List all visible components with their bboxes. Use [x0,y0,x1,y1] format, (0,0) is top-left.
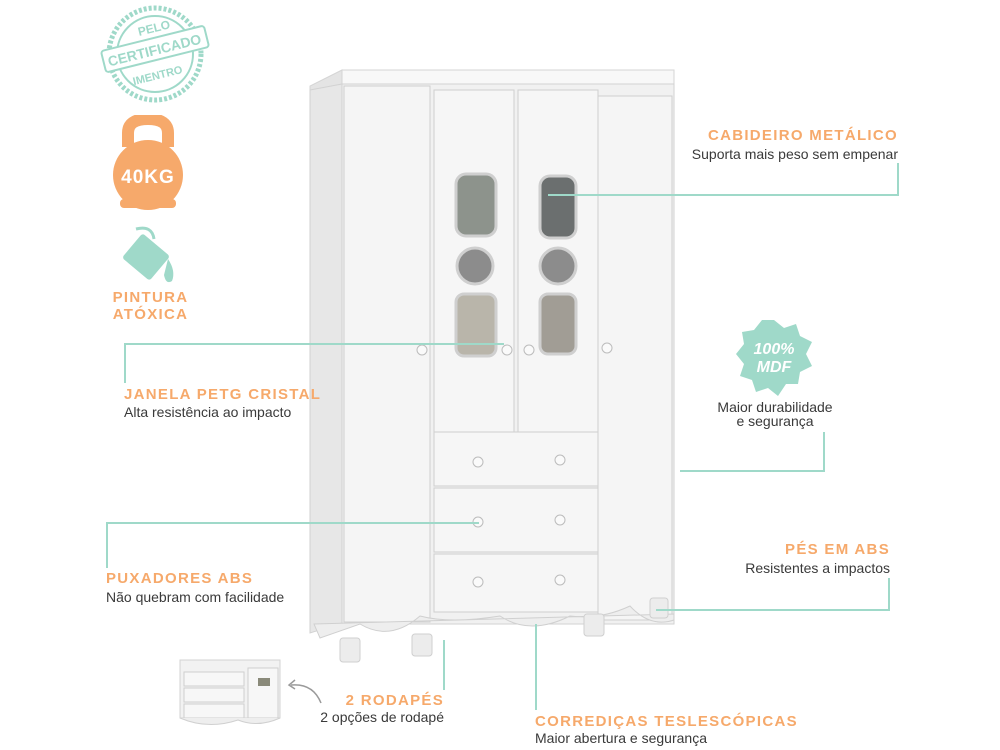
weight-label: 40KG [121,167,175,188]
slides-desc: Maior abertura e segurança [535,730,707,746]
wardrobe-image [309,69,675,663]
feet-title: PÉS EM ABS [785,541,890,558]
skirting-connector-v [443,640,445,690]
window-connector-h [124,343,504,345]
hanger-desc: Suporta mais peso sem empenar [691,146,898,162]
window-desc: Alta resistência ao impacto [124,404,292,420]
mdf-connector-v [823,432,825,472]
paint-bucket-icon [123,226,174,283]
skirting-desc: 2 opções de rodapé [320,709,444,725]
paint-line1: PINTURA [112,289,189,306]
handles-connector-v [106,522,108,568]
mdf-desc-line2: e segurança [736,413,814,429]
mdf-line2: MDF [757,359,793,376]
feet-connector-h [656,609,890,611]
feet-connector-v [888,578,890,611]
hanger-title: CABIDEIRO METÁLICO [707,127,898,144]
paint-label: PINTURA ATÓXICA [108,289,193,323]
skirting-thumbnail [179,659,281,725]
kettlebell-icon: 40KG [113,115,183,210]
paint-line2: ATÓXICA [112,306,189,323]
feet-desc: Resistentes a impactos [745,560,890,576]
window-title: JANELA PETG CRISTAL [124,386,322,403]
handles-title: PUXADORES ABS [106,570,254,587]
mdf-badge: 100% MDF [736,320,812,396]
certified-seal: PELO CERTIFICADO IMENTRO [100,5,210,103]
handles-desc: Não quebram com facilidade [106,589,285,605]
handles-connector-h [106,522,479,524]
slides-connector-v [535,624,537,710]
mdf-desc-line1: Maior durabilidade [717,399,833,415]
mdf-line1: 100% [754,341,795,358]
hanger-connector-v [897,163,899,196]
window-connector-v [124,343,126,383]
mdf-desc: Maior durabilidade e segurança [690,400,860,428]
mdf-connector-h [680,470,825,472]
skirting-title: 2 RODAPÉS [345,692,444,709]
curved-arrow-icon [287,679,322,704]
hanger-connector-h [548,194,898,196]
slides-title: CORREDIÇAS TESLESCÓPICAS [535,713,798,730]
